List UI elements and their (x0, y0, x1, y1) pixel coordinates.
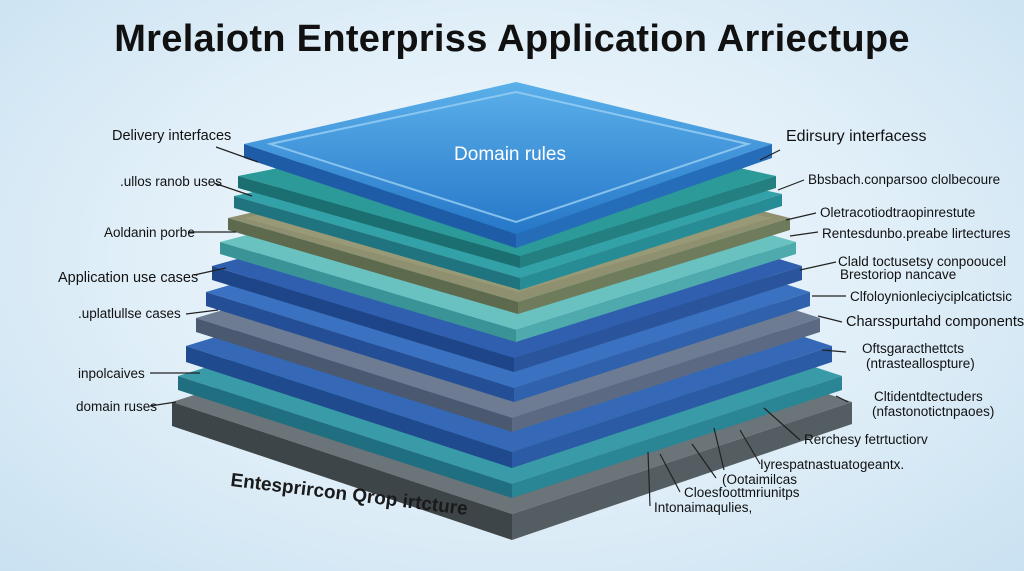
left-label-delivery-interfaces: Delivery interfaces (112, 128, 232, 144)
right-label-17: Intonaimaqulies, (654, 500, 753, 515)
right-label-15: (Ootaimilcas (722, 472, 798, 487)
left-label-domain-ruses: domain ruses (76, 399, 158, 414)
right-label-16: Cloesfoottmriunitps (684, 485, 800, 500)
left-label-3: Aoldanin porbe (104, 225, 195, 240)
top-layer-label: Domain rules (454, 144, 566, 165)
right-label-13: Rerchesy fetrtuctiorv (804, 432, 928, 447)
right-label-5: Clald toctusetsy conpooucel (838, 254, 1007, 269)
right-label-3: Oletracotiodtraopinrestute (820, 205, 976, 220)
layer-top (244, 82, 772, 248)
left-label-6: inpolcaives (78, 366, 145, 381)
right-label-4: Rentesdunbo.preabe lirtectures (822, 226, 1011, 241)
right-label-10: (ntrasteallospture) (866, 356, 975, 371)
right-label-11: Cltidentdtectuders (874, 389, 983, 404)
right-label-12: (nfastonotictnpaoes) (872, 404, 995, 419)
left-leader-lines (149, 146, 259, 407)
right-leader-lines (647, 149, 849, 507)
right-label-9: Oftsgaracthettcts (862, 341, 965, 356)
diagram-title: Mrelaiotn Enterpriss Application Arriect… (114, 18, 910, 60)
left-label-5: .uplatlullse cases (78, 306, 181, 321)
right-label-7: Clfoloynionleciyciplcatictsic (850, 289, 1013, 304)
right-label-2: Bbsbach.conparsoo clolbecoure (808, 172, 1001, 187)
left-label-application-use-cases: Application use cases (58, 270, 199, 286)
right-label-6: Brestoriop nancave (840, 267, 957, 282)
right-label-1: Edirsury interfacess (786, 128, 927, 145)
left-label-2: .ullos ranob uses (120, 174, 223, 189)
right-label-8: Charsspurtahd components (846, 314, 1024, 330)
right-label-14: Iyrespatnastuatogeantx. (760, 457, 905, 472)
